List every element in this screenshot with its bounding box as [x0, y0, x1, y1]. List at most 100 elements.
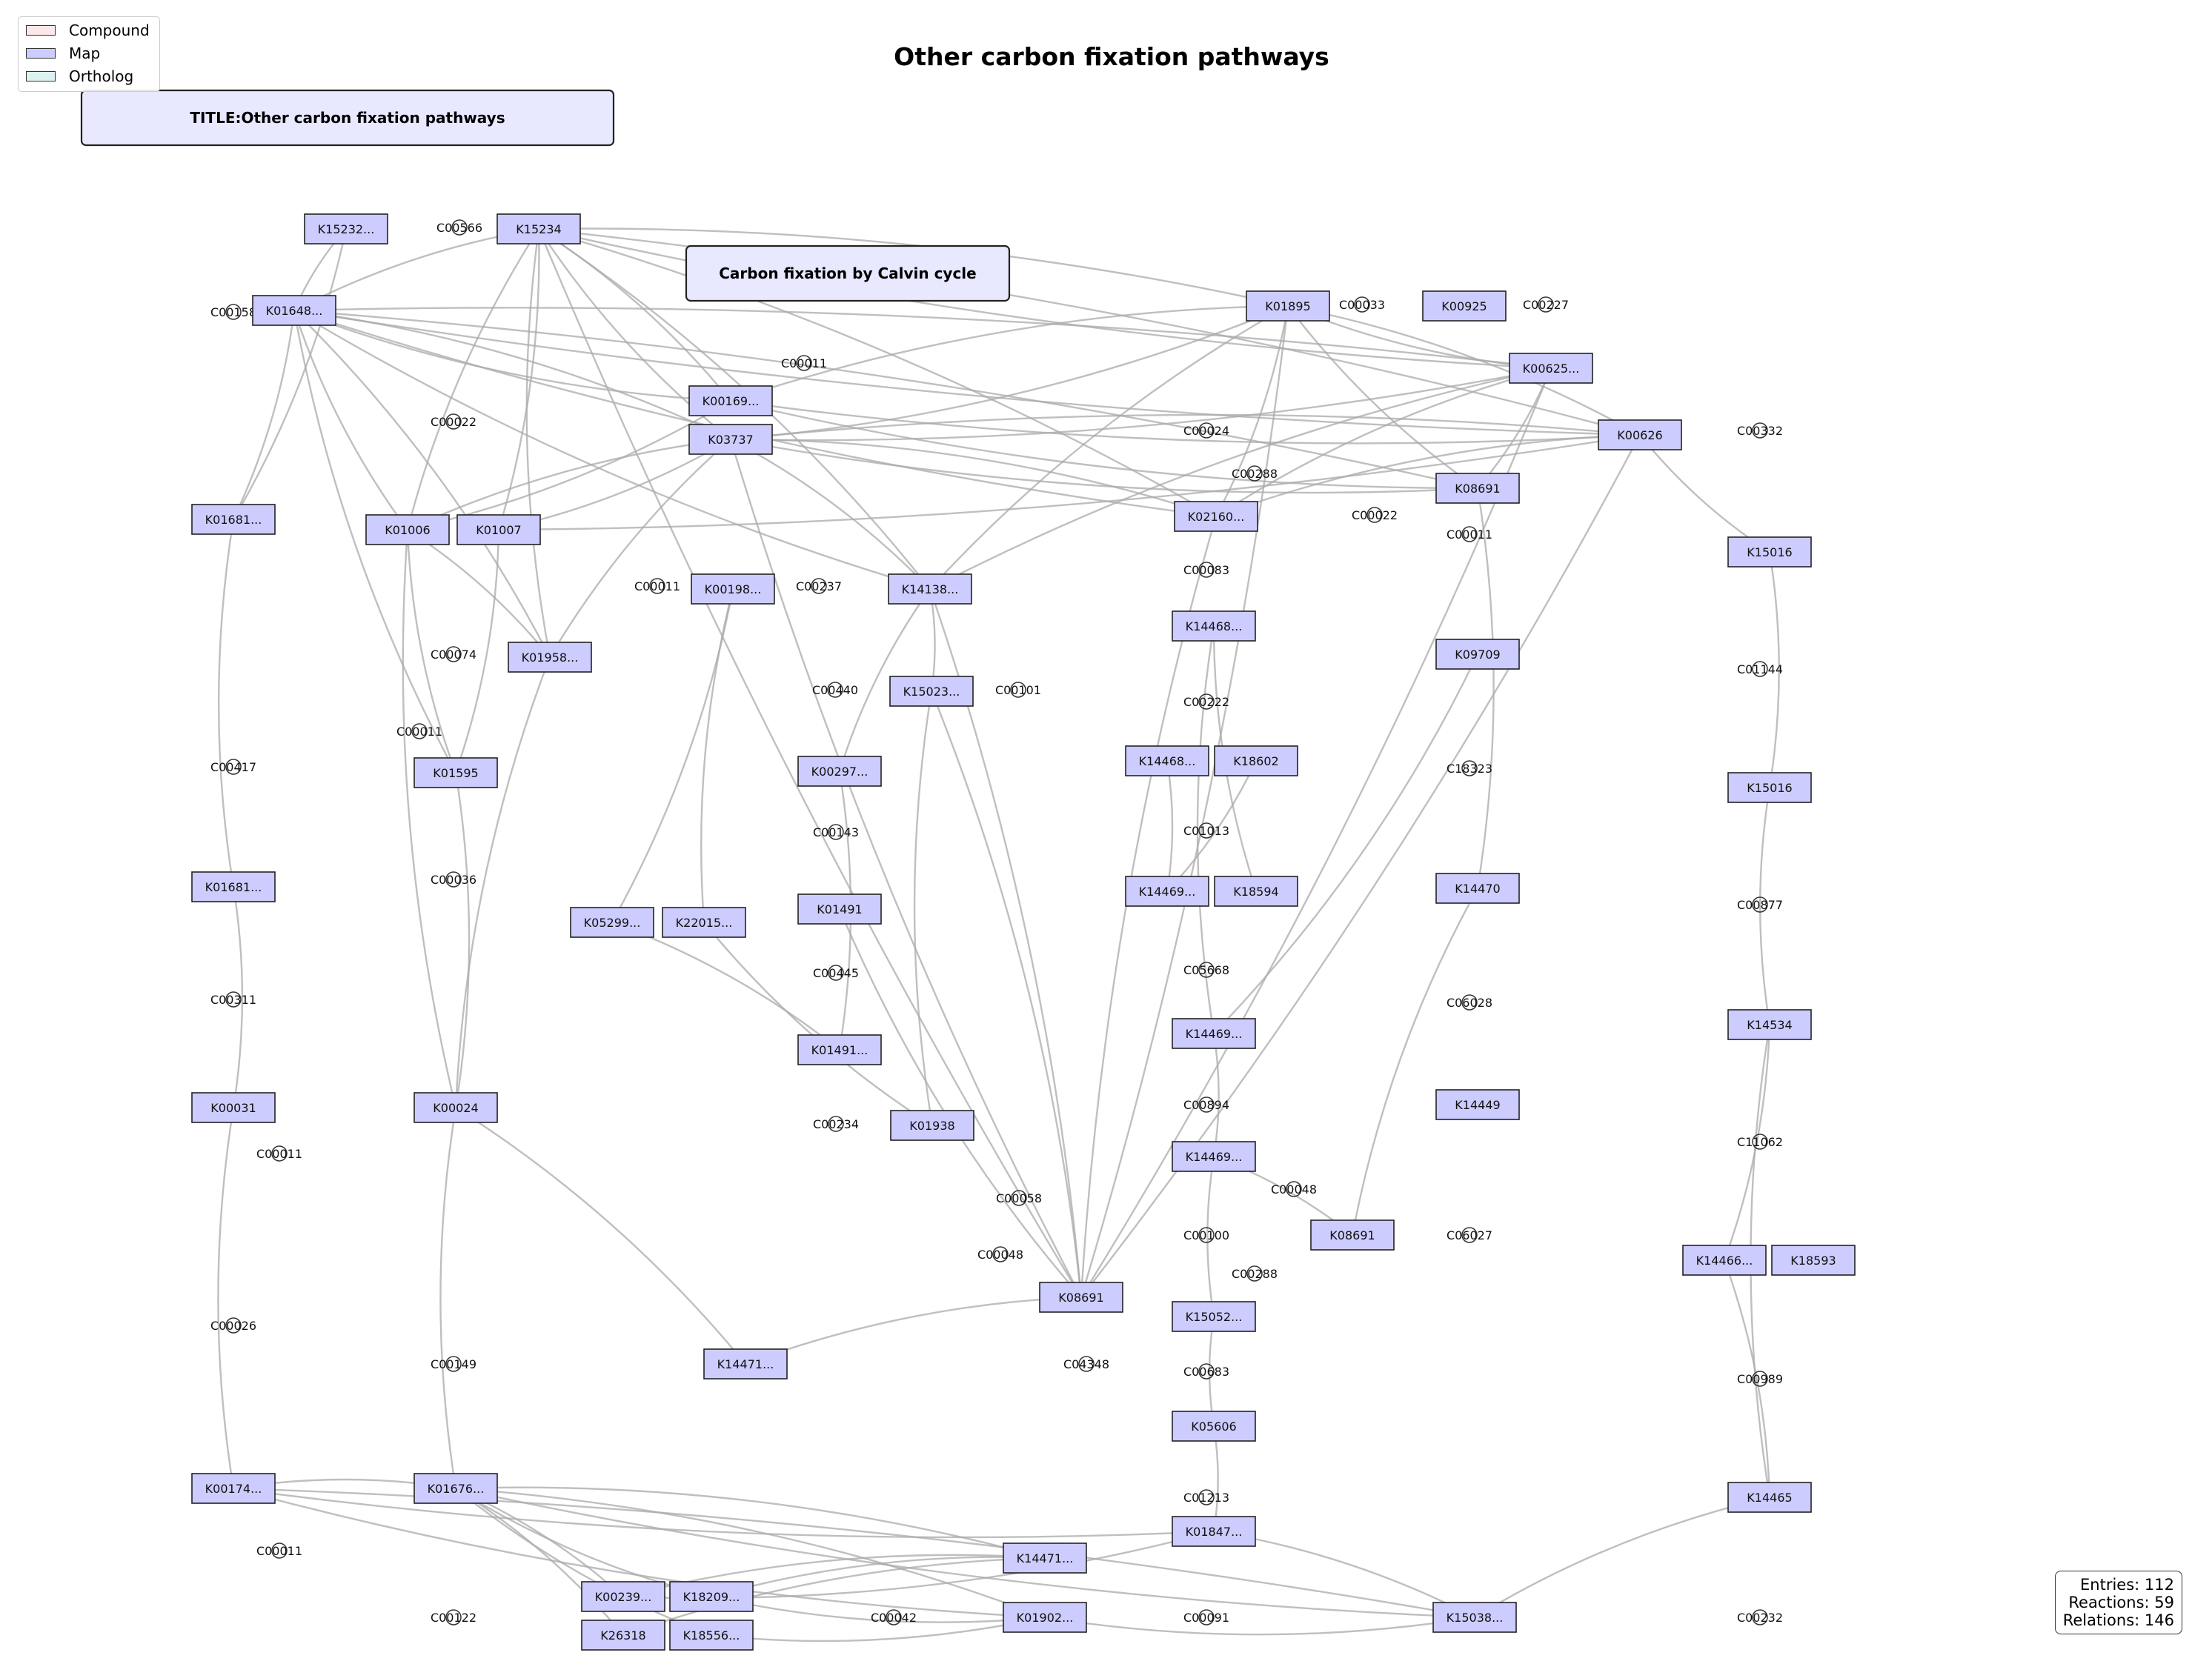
ortholog-node[interactable]: K01007 [456, 514, 541, 545]
compound-c00440[interactable]: C00440 [812, 682, 858, 698]
compound-c00011[interactable]: C00011 [634, 578, 680, 594]
ortholog-node[interactable]: K01847... [1172, 1516, 1256, 1547]
compound-c00288[interactable]: C00288 [1232, 465, 1278, 482]
compound-c00894[interactable]: C00894 [1183, 1096, 1229, 1113]
ortholog-node[interactable]: K14138... [888, 573, 972, 605]
ortholog-node[interactable]: K14471... [703, 1348, 788, 1380]
ortholog-node[interactable]: K26318 [581, 1620, 665, 1651]
compound-c00288[interactable]: C00288 [1232, 1265, 1278, 1282]
compound-c00237[interactable]: C00237 [796, 578, 842, 594]
compound-c01213[interactable]: C01213 [1183, 1489, 1229, 1505]
compound-c00058[interactable]: C00058 [996, 1190, 1042, 1206]
ortholog-node[interactable]: K01681... [191, 504, 276, 535]
compound-c00311[interactable]: C00311 [210, 991, 256, 1008]
ortholog-node[interactable]: K01902... [1003, 1602, 1087, 1633]
ortholog-node[interactable]: K00169... [688, 385, 773, 416]
ortholog-node[interactable]: K18593 [1771, 1245, 1856, 1276]
ortholog-node[interactable]: K14468... [1172, 610, 1256, 642]
compound-c00566[interactable]: C00566 [436, 219, 482, 236]
ortholog-node[interactable]: K01648... [252, 295, 336, 326]
compound-c04348[interactable]: C04348 [1063, 1356, 1109, 1372]
ortholog-node[interactable]: K18594 [1214, 876, 1298, 907]
ortholog-node[interactable]: K14466... [1682, 1245, 1767, 1276]
compound-c00158[interactable]: C00158 [210, 304, 256, 320]
ortholog-node[interactable]: K01491... [797, 1034, 882, 1065]
ortholog-node[interactable]: K18209... [669, 1581, 754, 1612]
ortholog-node[interactable]: K01676... [413, 1473, 498, 1504]
ortholog-node[interactable]: K14469... [1172, 1018, 1256, 1049]
compound-c00143[interactable]: C00143 [813, 824, 859, 840]
ortholog-node[interactable]: K00198... [691, 573, 775, 605]
compound-c00332[interactable]: C00332 [1737, 422, 1783, 439]
ortholog-node[interactable]: K08691 [1435, 473, 1520, 504]
compound-c00445[interactable]: C00445 [813, 965, 859, 981]
ortholog-node[interactable]: K00024 [413, 1092, 498, 1123]
ortholog-node[interactable]: K15052... [1172, 1301, 1256, 1332]
ortholog-node[interactable]: K18602 [1214, 745, 1298, 776]
compound-c00033[interactable]: C00033 [1339, 296, 1385, 313]
ortholog-node[interactable]: K14469... [1172, 1141, 1256, 1172]
ortholog-node[interactable]: K05299... [570, 907, 654, 938]
ortholog-node[interactable]: K14449 [1435, 1089, 1520, 1120]
ortholog-node[interactable]: K14465 [1727, 1482, 1812, 1513]
ortholog-node[interactable]: K00297... [797, 756, 882, 787]
compound-c00234[interactable]: C00234 [813, 1116, 859, 1132]
compound-c00222[interactable]: C00222 [1183, 693, 1229, 710]
compound-c00417[interactable]: C00417 [210, 759, 256, 775]
compound-c00036[interactable]: C00036 [431, 871, 476, 888]
ortholog-node[interactable]: K00925 [1422, 290, 1507, 322]
compound-c00877[interactable]: C00877 [1737, 896, 1783, 913]
compound-c05668[interactable]: C05668 [1183, 962, 1229, 978]
ortholog-node[interactable]: K01006 [365, 514, 450, 545]
compound-c00042[interactable]: C00042 [871, 1609, 917, 1625]
compound-c18323[interactable]: C18323 [1447, 760, 1492, 776]
compound-c00048[interactable]: C00048 [1271, 1181, 1317, 1197]
compound-c00022[interactable]: C00022 [1352, 507, 1398, 523]
ortholog-node[interactable]: K22015... [662, 907, 746, 938]
compound-c11062[interactable]: C11062 [1737, 1134, 1783, 1150]
compound-c00149[interactable]: C00149 [431, 1356, 476, 1372]
compound-c00011[interactable]: C00011 [256, 1542, 302, 1559]
map-title-box[interactable]: TITLE:Other carbon fixation pathways [80, 89, 615, 147]
compound-c01144[interactable]: C01144 [1737, 661, 1783, 677]
compound-c00011[interactable]: C00011 [256, 1145, 302, 1162]
ortholog-node[interactable]: K14470 [1435, 873, 1520, 904]
ortholog-node[interactable]: K01958... [508, 642, 592, 673]
ortholog-node[interactable]: K14468... [1125, 745, 1209, 776]
ortholog-node[interactable]: K01895 [1246, 290, 1330, 322]
compound-c06027[interactable]: C06027 [1447, 1227, 1492, 1243]
ortholog-node[interactable]: K00031 [191, 1092, 276, 1123]
compound-c01013[interactable]: C01013 [1183, 822, 1229, 839]
compound-c00232[interactable]: C00232 [1737, 1609, 1783, 1625]
ortholog-node[interactable]: K15023... [889, 676, 974, 707]
ortholog-node[interactable]: K15016 [1727, 772, 1812, 803]
ortholog-node[interactable]: K00239... [581, 1581, 665, 1612]
compound-c00101[interactable]: C00101 [995, 682, 1041, 698]
ortholog-node[interactable]: K00626 [1598, 419, 1682, 450]
ortholog-node[interactable]: K03737 [688, 424, 773, 455]
compound-c00083[interactable]: C00083 [1183, 562, 1229, 578]
compound-c00683[interactable]: C00683 [1183, 1363, 1229, 1380]
ortholog-node[interactable]: K01595 [413, 757, 498, 788]
ortholog-node[interactable]: K15232... [304, 213, 388, 244]
ortholog-node[interactable]: K01491 [797, 893, 882, 925]
compound-c00122[interactable]: C00122 [431, 1609, 476, 1625]
ortholog-node[interactable]: K14469... [1125, 876, 1209, 907]
compound-c00100[interactable]: C00100 [1183, 1227, 1229, 1243]
compound-c00011[interactable]: C00011 [781, 355, 827, 371]
ortholog-node[interactable]: K00625... [1509, 353, 1593, 384]
ortholog-node[interactable]: K15234 [496, 213, 581, 244]
ortholog-node[interactable]: K15016 [1727, 536, 1812, 568]
compound-c00024[interactable]: C00024 [1183, 422, 1229, 439]
ortholog-node[interactable]: K14534 [1727, 1009, 1812, 1040]
ortholog-node[interactable]: K00174... [191, 1473, 276, 1504]
ortholog-node[interactable]: K14471... [1003, 1542, 1087, 1574]
ortholog-node[interactable]: K08691 [1310, 1219, 1395, 1251]
compound-c00026[interactable]: C00026 [210, 1317, 256, 1334]
ortholog-node[interactable]: K15038... [1432, 1602, 1517, 1633]
ortholog-node[interactable]: K02160... [1174, 501, 1258, 532]
compound-c00227[interactable]: C00227 [1523, 296, 1569, 313]
ortholog-node[interactable]: K05606 [1172, 1411, 1256, 1442]
ortholog-node[interactable]: K01681... [191, 871, 276, 902]
compound-c00989[interactable]: C00989 [1737, 1371, 1783, 1387]
